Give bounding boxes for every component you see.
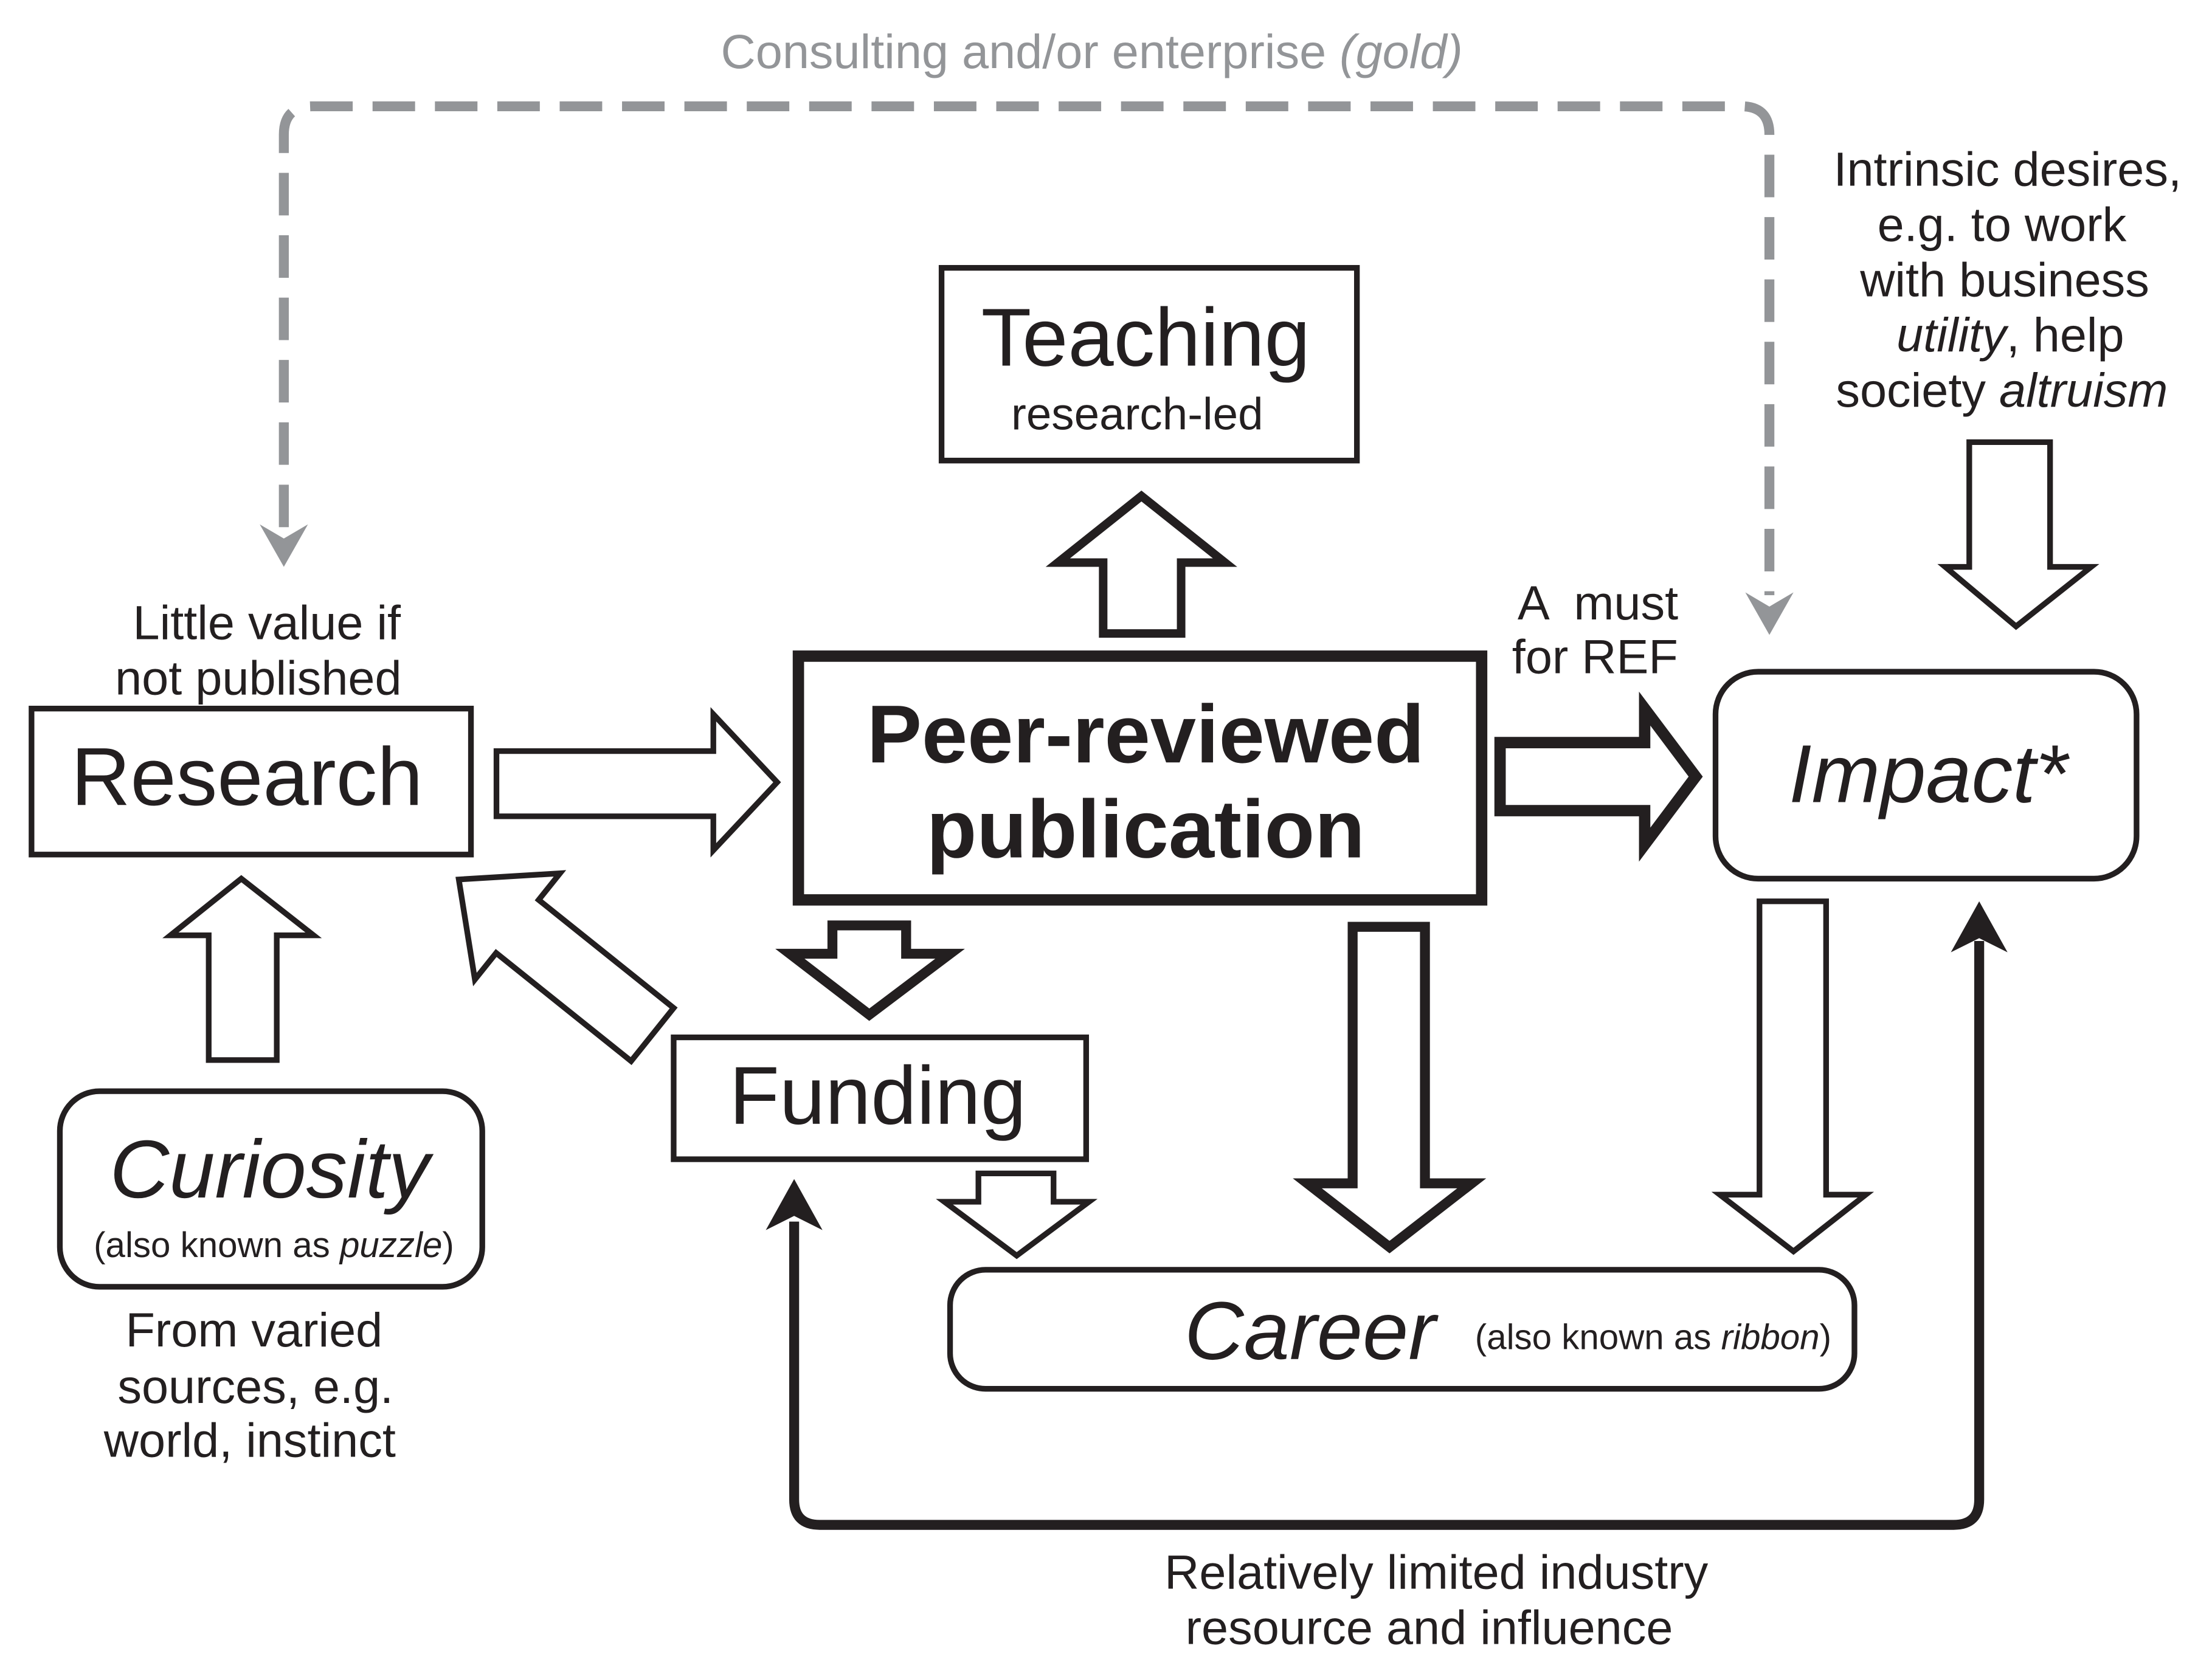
arrow-publication-to-career (1293, 922, 1487, 1253)
research-title: Research (71, 731, 423, 822)
arrow-publication-to-funding (775, 920, 965, 1021)
career-node: Career (also known as ribbon) (947, 1267, 1858, 1392)
loop-arrowhead-impact (1951, 901, 2008, 953)
arrow-funding-to-research (455, 870, 678, 1066)
curiosity-title: Curiosity (110, 1123, 434, 1215)
curiosity-note-line1: From varied (125, 1303, 382, 1357)
career-title: Career (1184, 1285, 1439, 1377)
funding-node: Funding (671, 1034, 1090, 1162)
ref-note-line1: A must (1518, 576, 1678, 630)
impact-title: Impact* (1789, 728, 2070, 820)
research-note-line1: Little value if (133, 595, 402, 649)
intrinsic-line2: e.g. to work (1878, 197, 2127, 251)
loop-arrowhead-funding (766, 1179, 823, 1230)
curiosity-note-line2: sources, e.g. (117, 1359, 393, 1413)
intrinsic-line1: Intrinsic desires, (1833, 142, 2182, 196)
career-subtitle: (also known as ribbon) (1475, 1317, 1831, 1357)
intrinsic-line5: society altruism (1836, 363, 2168, 417)
consulting-dashed-link: Consulting and/or enterprise (gold) (260, 24, 1794, 635)
industry-feedback-loop: Relatively limited industry resource and… (766, 901, 2008, 1654)
curiosity-node: Curiosity (also known as puzzle) From va… (57, 1088, 485, 1467)
arrow-impact-to-career (1711, 898, 1875, 1255)
publication-line1: Peer-reviewed (867, 688, 1425, 780)
curiosity-note-line3: world, instinct (103, 1413, 396, 1467)
industry-note-line1: Relatively limited industry (1164, 1545, 1708, 1599)
arrow-research-to-publication (493, 707, 781, 858)
ref-note-line2: for REF (1512, 629, 1678, 683)
dashed-arrowhead-research (260, 524, 308, 567)
arrow-publication-to-impact (1494, 691, 1703, 862)
arrow-curiosity-to-research (162, 875, 322, 1063)
arrow-funding-to-career (936, 1170, 1098, 1260)
intrinsic-line4: utility, help (1896, 308, 2124, 362)
arrow-intrinsic-to-impact (1937, 439, 2100, 630)
consulting-label: Consulting and/or enterprise (gold) (721, 24, 1463, 78)
arrow-publication-to-teaching (1045, 491, 1237, 638)
intrinsic-line3: with business (1859, 252, 2149, 306)
industry-note-line2: resource and influence (1186, 1600, 1673, 1654)
dashed-arrowhead-impact (1745, 592, 1794, 635)
impact-node: Impact* (1712, 669, 2140, 882)
teaching-node: Teaching research-led (938, 264, 1360, 464)
teaching-title: Teaching (981, 291, 1310, 383)
peer-reviewed-publication-node: Peer-reviewed publication (792, 650, 1488, 906)
publication-line2: publication (927, 783, 1365, 875)
funding-title: Funding (729, 1050, 1026, 1142)
intrinsic-desires-note: Intrinsic desires, e.g. to work with bus… (1833, 142, 2182, 417)
curiosity-subtitle: (also known as puzzle) (94, 1225, 454, 1265)
research-note-line2: not published (115, 650, 401, 705)
teaching-subtitle: research-led (1011, 388, 1263, 439)
research-node: Little value if not published Research (29, 595, 474, 858)
